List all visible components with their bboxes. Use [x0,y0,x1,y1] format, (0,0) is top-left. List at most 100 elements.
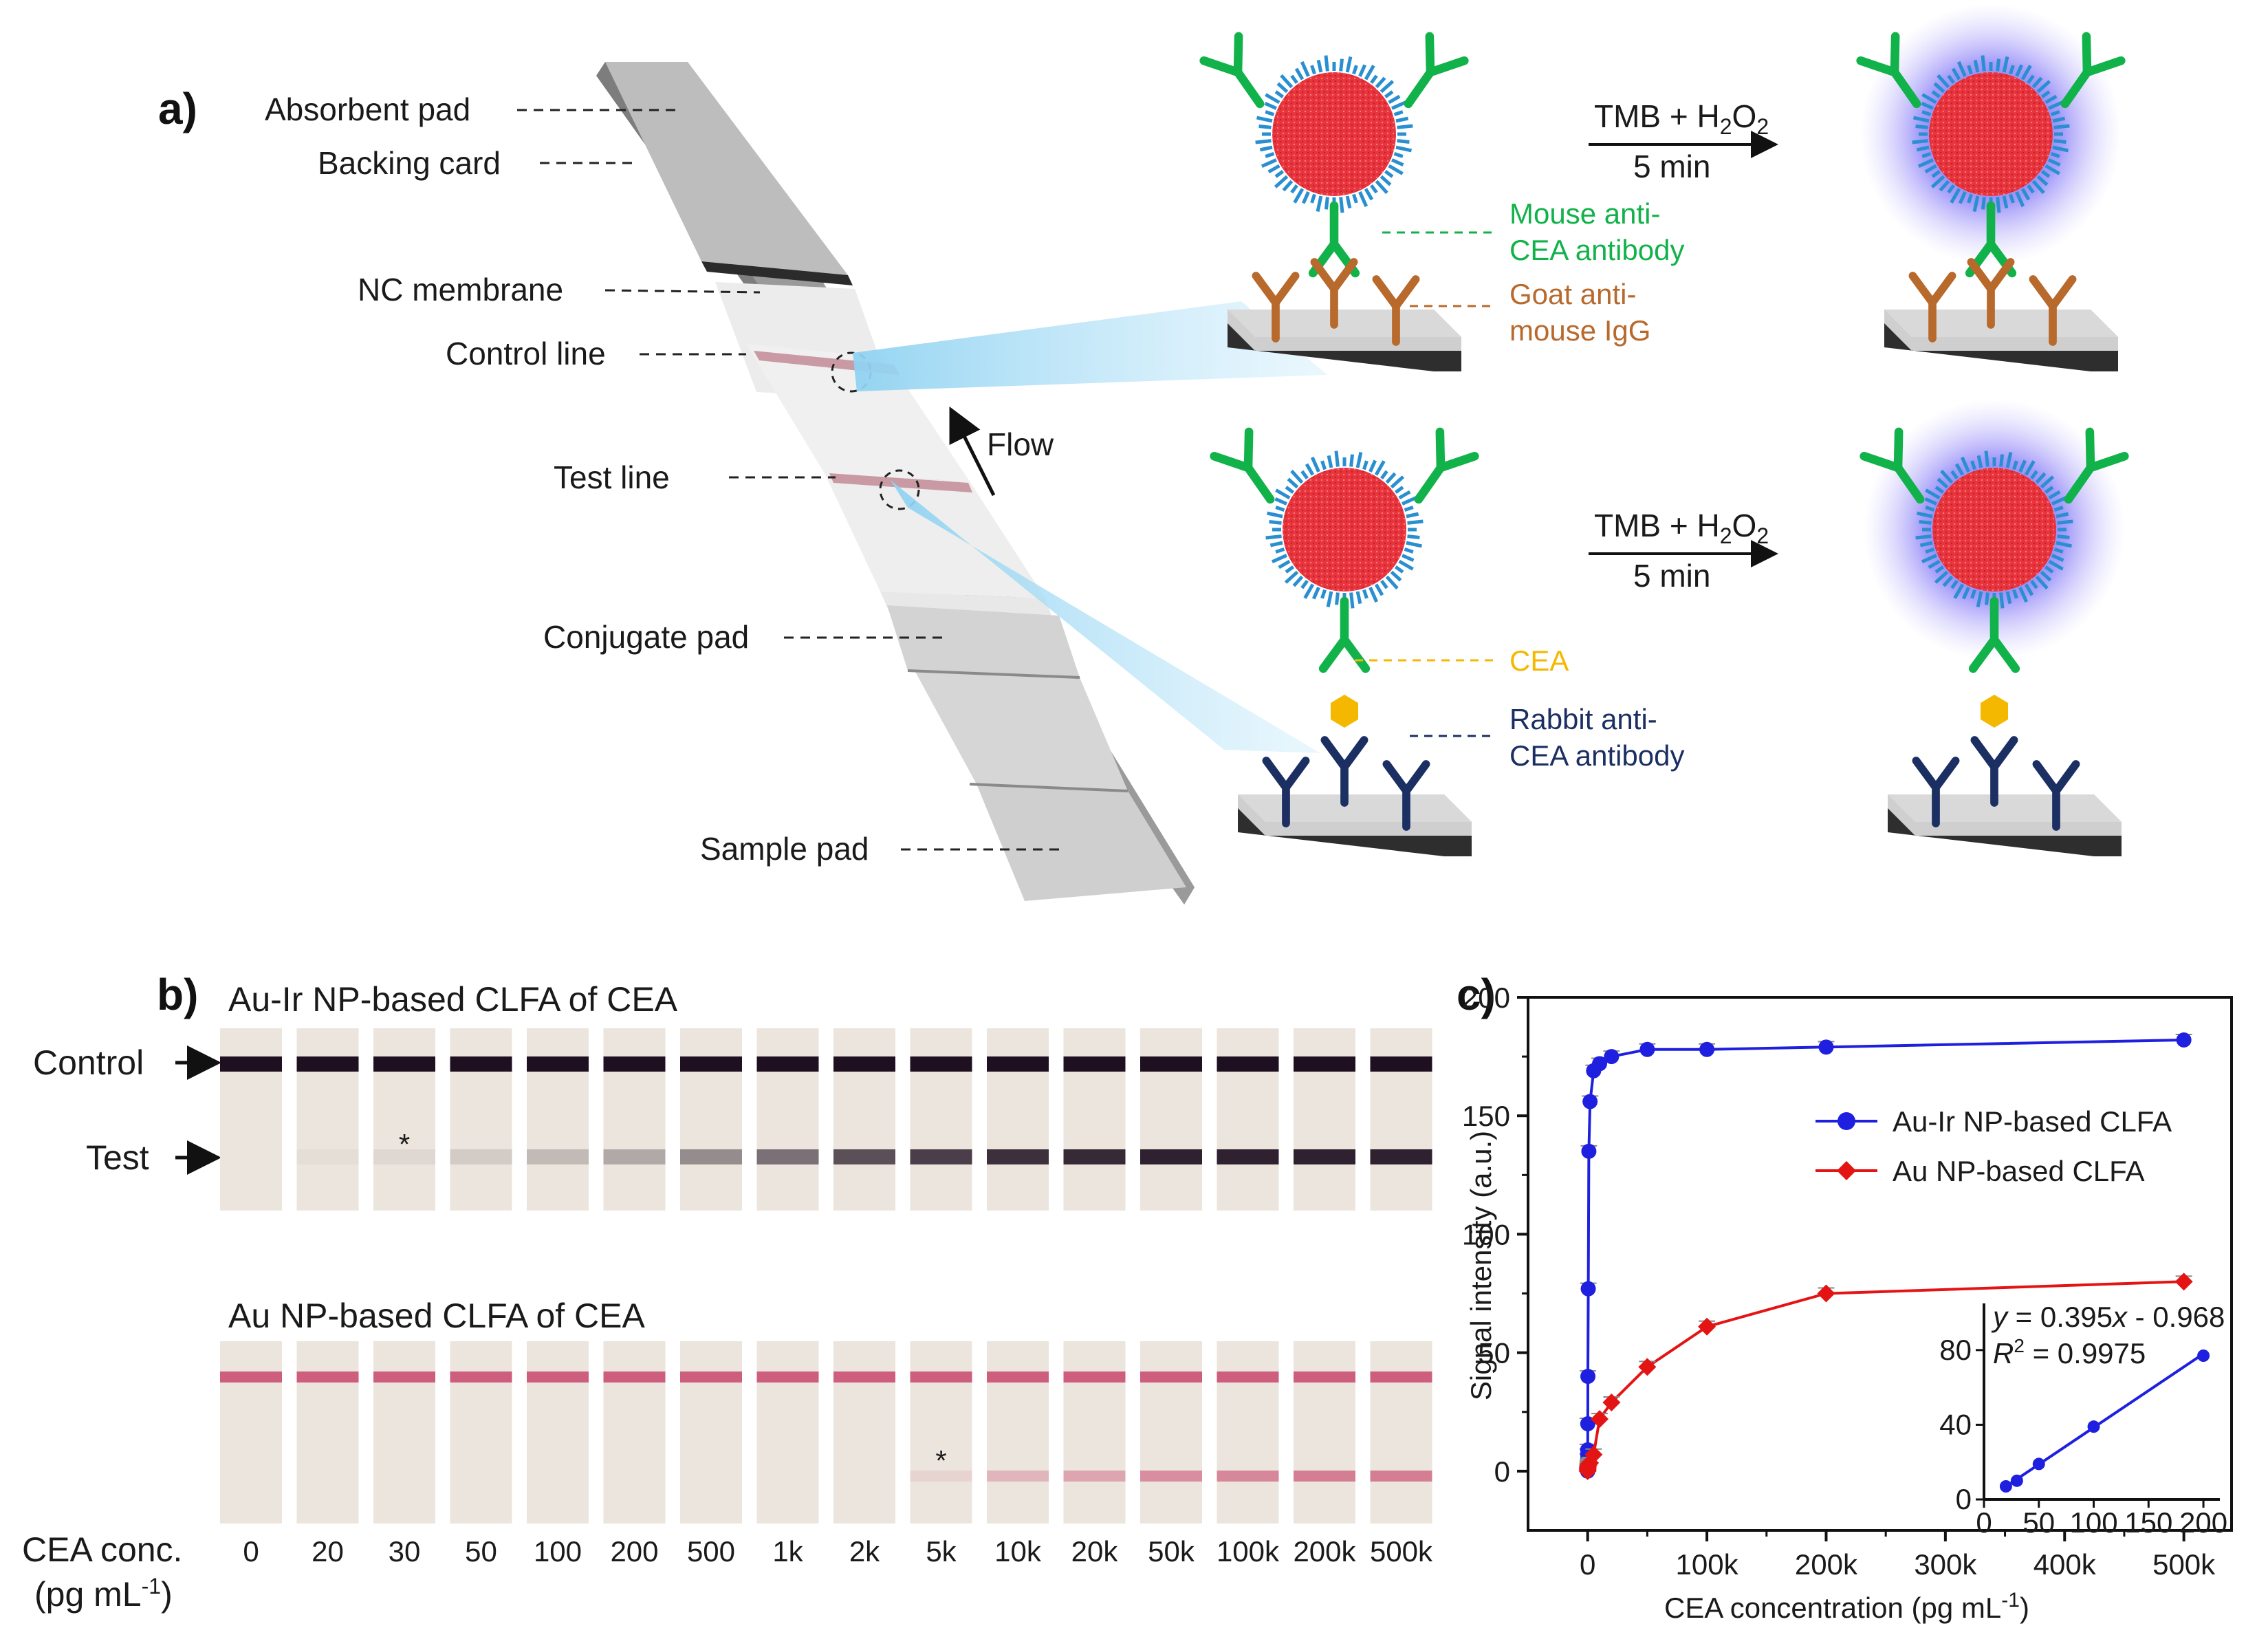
auir-control-line [1294,1056,1355,1072]
au-strip [1370,1341,1432,1524]
control-before-membrane-base [1228,310,1461,371]
auir-strip [527,1028,589,1211]
auir-test-line [527,1149,589,1164]
auir-control-line [373,1056,435,1072]
control-before-goat-igg-1 [1252,272,1300,343]
test-after-nanoparticle [1864,399,2125,660]
au-control-line [1217,1371,1279,1383]
absorbent-pad-label: Absorbent pad [265,91,470,127]
test-after-cea-antigen [1981,695,2008,728]
concentration-tick-label: 10k [994,1535,1042,1568]
au-test-line [1063,1471,1126,1482]
test-before-cea-antigen [1331,695,1358,728]
x-tick-label: 300k [1914,1548,1977,1581]
inset-data-point [2032,1457,2045,1471]
auir-data-point [1699,1041,1715,1057]
rabbit-antibody-label-2: CEA antibody [1509,739,1685,772]
auir-control-line [1370,1056,1432,1072]
au-test-line [1370,1471,1432,1482]
au-test-line [1140,1471,1202,1482]
inset-data-point [2010,1474,2023,1487]
auir-control-line [450,1056,512,1072]
test-before-nanoparticle [1265,451,1424,609]
sample-pad-label: Sample pad [700,831,869,867]
au-data-point [1602,1394,1621,1411]
auir-strip [220,1028,282,1211]
auir-test-line [297,1149,359,1164]
plot-frame [1527,996,2233,1532]
auir-strip [1063,1028,1126,1211]
x-axis-title: CEA concentration (pg mL-1) [1664,1589,2029,1624]
au-control-line [296,1371,359,1383]
auir-strip [603,1028,666,1211]
reagent-label-bottom: TMB + H2O2 [1594,508,1769,548]
au-control-line [1294,1371,1355,1383]
test-after-rabbit-antibody-3 [2032,760,2080,831]
inset-x-tick-label: 50 [2022,1506,2055,1539]
test-after-np-antibody-right [2064,427,2129,504]
inset-x-tick-label: 150 [2124,1506,2172,1539]
auir-control-line [1140,1056,1202,1072]
test-before-rabbit-antibody-2 [1320,736,1369,807]
test-after-rabbit-antibody-2 [1970,736,2018,807]
au-strip [1063,1341,1126,1524]
au-test-line [1217,1471,1279,1482]
concentration-tick-label: 200k [1293,1535,1356,1568]
test-row-label: Test [86,1138,149,1177]
au-data-point [2174,1272,2193,1291]
concentration-tick-label: 100 [534,1535,582,1568]
auir-test-line [680,1149,742,1164]
auir-strip [373,1028,435,1211]
test-after-membrane-base [1888,794,2122,856]
au-control-line [987,1371,1049,1383]
auir-data-point [1581,1143,1597,1159]
concentration-tick-label: 500k [1370,1535,1433,1568]
auir-test-line [450,1149,512,1164]
auir-strip [680,1028,742,1211]
mouse-antibody-label-2: CEA antibody [1509,234,1685,266]
panel-b-label: b) [157,970,198,1019]
control-before-np-antibody-left [1199,32,1265,109]
inset-equation: y = 0.395x - 0.968 [1991,1301,2225,1333]
au-data-point [1817,1284,1835,1303]
auir-test-line [833,1149,895,1164]
x-tick-label: 0 [1580,1548,1595,1581]
control-after-membrane-base [1884,310,2118,371]
x-tick-label: 400k [2033,1548,2097,1581]
au-data-point [1638,1358,1657,1376]
nc-membrane-label: NC membrane [358,272,563,307]
flow-label: Flow [987,426,1054,462]
concentration-tick-label: 100k [1217,1535,1280,1568]
auir-data-point [1580,1281,1596,1297]
auir-data-point [1580,1416,1595,1431]
au-strip [373,1341,435,1524]
reaction-schematics [1199,3,2129,856]
legend-auir-marker [1838,1112,1855,1130]
auir-data-point [1639,1041,1655,1057]
concentration-tick-label: 500 [687,1535,735,1568]
time-label-bottom: 5 min [1633,558,1710,594]
auir-control-line [756,1056,819,1072]
control-before-np-antibody-right [1404,32,1469,109]
concentration-tick-label: 20k [1071,1535,1119,1568]
legend-auir-label: Au-Ir NP-based CLFA [1893,1105,2172,1138]
auir-data-point [1818,1039,1834,1055]
au-control-line [527,1371,589,1383]
concentration-tick-label: 50 [465,1535,497,1568]
au-strip [910,1341,972,1524]
auir-strip [296,1028,359,1211]
mouse-antibody-label-1: Mouse anti- [1509,197,1660,230]
goat-igg-label-2: mouse IgG [1509,314,1650,347]
concentration-tick-label: 2k [849,1535,880,1568]
y-tick-label: 150 [1462,1100,1510,1132]
control-after-np-antibody-left [1856,32,1921,109]
test-before-rabbit-antibody-1 [1262,757,1310,827]
y-tick-label: 200 [1462,982,1510,1014]
lateral-flow-strip [596,62,1195,904]
conc-label-line1: CEA conc. [22,1530,182,1569]
au-strip [450,1341,512,1524]
control-before-nanoparticle [1255,55,1413,213]
auir-strip [1217,1028,1279,1211]
